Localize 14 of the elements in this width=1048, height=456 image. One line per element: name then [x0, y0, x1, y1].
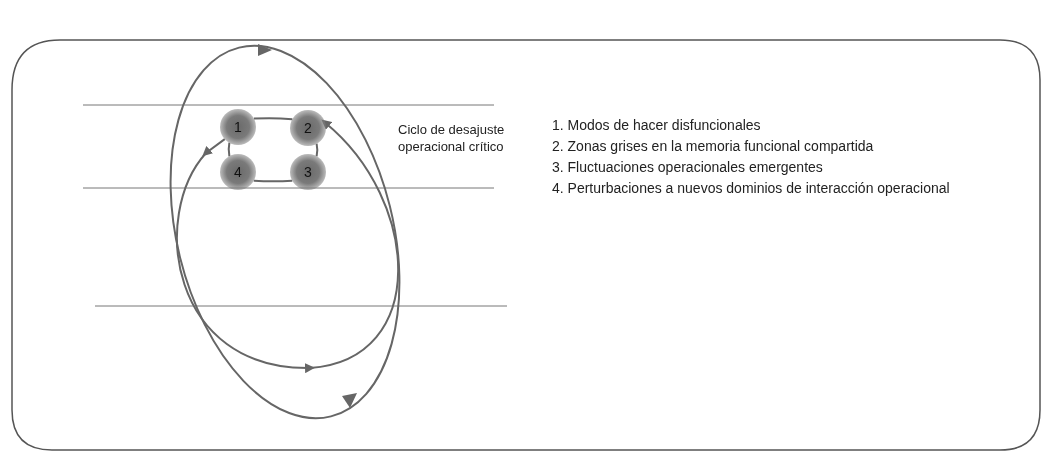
connector-line — [252, 179, 294, 183]
list-item: 1. Modos de hacer disfuncionales — [552, 116, 762, 135]
connector-line — [227, 141, 231, 158]
numbered-circle: 1 — [220, 109, 256, 145]
cycle-label: Ciclo de desajuste operacional crítico — [398, 121, 506, 155]
numbered-circle: 3 — [290, 154, 326, 190]
numbered-circle: 2 — [290, 110, 326, 146]
connector-line — [252, 117, 294, 121]
numbered-circle: 4 — [220, 154, 256, 190]
list-item: 3. Fluctuaciones operacionales emergentes — [552, 158, 824, 177]
list-item: 4. Perturbaciones a nuevos dominios de interacción operacional — [552, 179, 951, 198]
connector-line — [315, 142, 319, 158]
list-item: 2. Zonas grises en la memoria funcional compartida — [552, 137, 875, 156]
arrow — [175, 119, 400, 373]
